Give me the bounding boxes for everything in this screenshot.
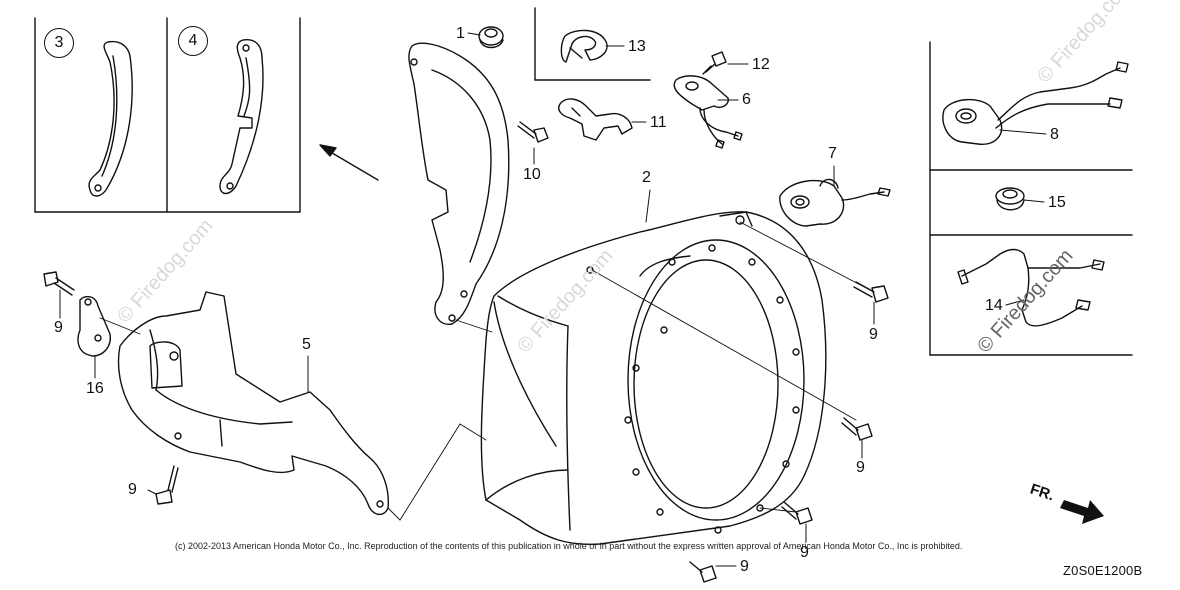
part-12-bolt <box>702 51 727 75</box>
part-14-harness <box>957 248 1105 327</box>
bolt-9-c <box>853 281 889 303</box>
callout-15: 15 <box>1048 194 1066 211</box>
callout-8: 8 <box>1050 126 1059 143</box>
part-15-grommet <box>995 187 1025 211</box>
bolt-9-e <box>781 501 813 525</box>
part-1-grommet <box>478 26 504 49</box>
part-8-sensor <box>942 61 1129 145</box>
callout-3: 3 <box>44 28 74 58</box>
callout-13: 13 <box>628 38 646 55</box>
callout-9-b: 9 <box>128 481 137 498</box>
copyright-notice: (c) 2002-2013 American Honda Motor Co., … <box>175 541 963 551</box>
side-panel-8-15-14 <box>929 41 1133 356</box>
bolt-9-a <box>43 271 75 296</box>
part-5-shroud <box>117 291 389 515</box>
part-11-bracket <box>558 98 633 141</box>
callout-2: 2 <box>642 169 651 186</box>
callout-9-c: 9 <box>869 326 878 343</box>
callout-16: 16 <box>86 380 104 397</box>
callout-5: 5 <box>302 336 311 353</box>
part-2-fan-cover <box>480 211 827 546</box>
callout-4: 4 <box>178 26 208 56</box>
callout-9-f: 9 <box>740 558 749 575</box>
part-16-bracket <box>77 295 111 357</box>
front-direction-arrow <box>1060 500 1104 524</box>
callout-9-d: 9 <box>856 459 865 476</box>
callout-9-e: 9 <box>800 544 809 561</box>
diagram-code: Z0S0E1200B <box>1063 563 1143 578</box>
callout-9-a: 9 <box>54 319 63 336</box>
bolt-9-d <box>841 417 873 441</box>
assembly-lines <box>99 221 871 521</box>
callout-7: 7 <box>828 145 837 162</box>
part-3-shield <box>88 40 133 197</box>
callout-10: 10 <box>523 166 541 183</box>
callout-12: 12 <box>752 56 770 73</box>
bolt-9-f <box>689 561 717 583</box>
inset-panel-3-4 <box>34 17 301 213</box>
box-part-13 <box>534 7 651 81</box>
callout-6: 6 <box>742 91 751 108</box>
bolt-9-b <box>155 465 179 505</box>
callout-1: 1 <box>456 25 465 42</box>
part-13-clip <box>560 29 608 63</box>
part-6-switch <box>673 75 743 149</box>
part-7-sensor <box>779 178 891 227</box>
part-shroud-plate <box>408 42 510 325</box>
callout-14: 14 <box>985 297 1003 314</box>
leader-lines <box>59 32 1047 567</box>
part-4-shield <box>219 39 264 195</box>
callout-11: 11 <box>650 114 667 131</box>
inset-arrow <box>319 144 379 181</box>
part-10-bolt <box>517 121 549 143</box>
